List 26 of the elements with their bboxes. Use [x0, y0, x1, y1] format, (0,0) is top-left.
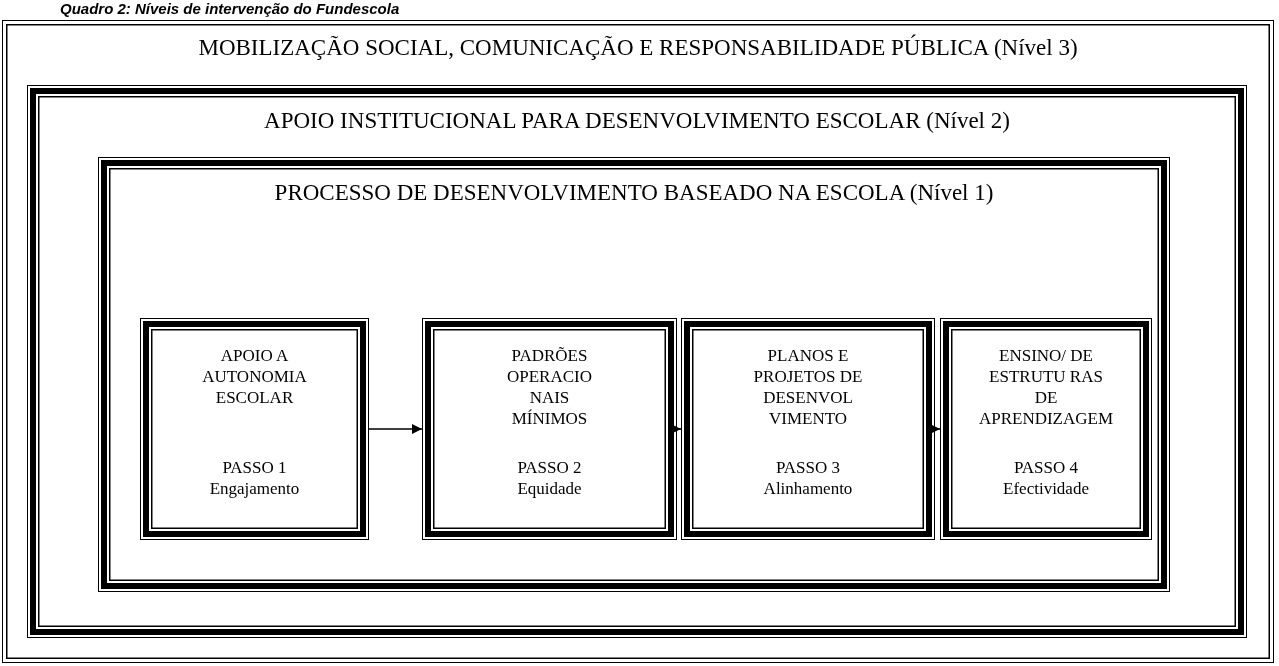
step-goal: Efectividade: [1003, 478, 1089, 499]
step-box: [681, 318, 935, 540]
step-box: [422, 318, 677, 540]
arrow: [671, 424, 682, 434]
step-goal: Equidade: [517, 478, 582, 499]
step-goal: Engajamento: [209, 478, 300, 499]
step-title: PLANOS E PROJETOS DE DESENVOL VIMENTO: [752, 345, 864, 429]
step-title: PADRÕES OPERACIO NAIS MÍNIMOS: [506, 345, 593, 429]
step-number: PASSO 4: [1013, 457, 1079, 478]
arrow: [930, 424, 941, 434]
level-box: [27, 85, 1247, 638]
step-title: ENSINO/ DE ESTRUTU RAS DE APRENDIZAGEM: [978, 345, 1114, 429]
step-box: [940, 318, 1152, 540]
step-title: APOIO A AUTONOMIA ESCOLAR: [201, 345, 308, 408]
level-box: [98, 157, 1170, 592]
step-box: [140, 318, 369, 540]
step-number: PASSO 1: [222, 457, 287, 478]
level-heading: PROCESSO DE DESENVOLVIMENTO BASEADO NA ESCOLA (Nível 1): [274, 180, 994, 206]
figure-title: Quadro 2: Níveis de intervenção do Fundescola: [60, 0, 400, 17]
level-box: [2, 20, 1274, 663]
level-heading: APOIO INSTITUCIONAL PARA DESENVOLVIMENTO ESCOLAR (Nível 2): [264, 108, 1010, 134]
step-goal: Alinhamento: [763, 478, 853, 499]
level-heading: MOBILIZAÇÃO SOCIAL, COMUNICAÇÃO E RESPONSABILIDADE PÚBLICA (Nível 3): [198, 35, 1078, 61]
arrow: [368, 424, 423, 434]
step-number: PASSO 2: [517, 457, 582, 478]
step-number: PASSO 3: [775, 457, 841, 478]
